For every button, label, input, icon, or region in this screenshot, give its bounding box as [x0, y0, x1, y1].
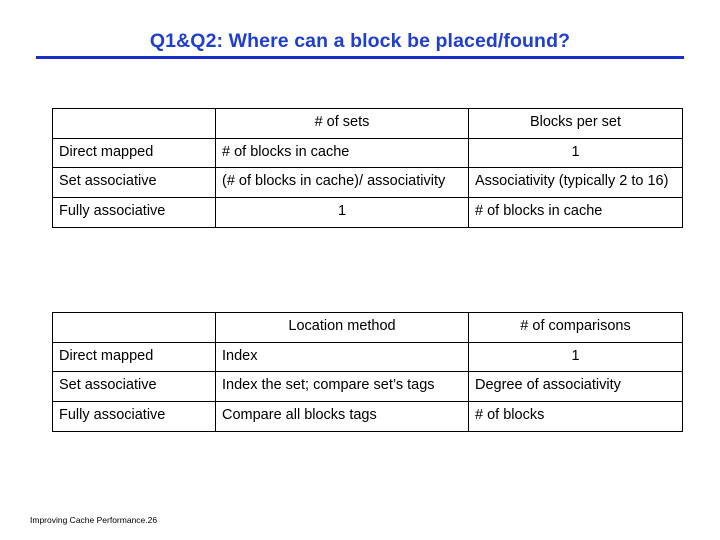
table-row: Fully associative Compare all blocks tag…: [52, 401, 683, 432]
cell-sets-fully-associative: 1: [215, 197, 469, 228]
table-header-row: Location method # of comparisons: [52, 312, 683, 343]
row-label-direct-mapped: Direct mapped: [52, 341, 216, 373]
table-corner-cell: [52, 108, 216, 139]
table-row: Fully associative 1 # of blocks in cache: [52, 197, 683, 228]
table-header-row: # of sets Blocks per set: [52, 108, 683, 139]
cell-blocks-per-set-fully-associative: # of blocks in cache: [468, 197, 683, 228]
cell-comparisons-fully-associative: # of blocks: [468, 401, 683, 432]
table-row: Direct mapped Index 1: [52, 341, 683, 373]
cell-comparisons-direct-mapped: 1: [468, 341, 683, 373]
cell-blocks-per-set-set-associative: Associativity (typically 2 to 16): [468, 167, 683, 199]
cell-comparisons-set-associative: Degree of associativity: [468, 371, 683, 403]
column-header-sets: # of sets: [215, 108, 469, 139]
slide-footer: Improving Cache Performance.26: [30, 515, 158, 525]
table-row: Set associative Index the set; compare s…: [52, 371, 683, 403]
row-label-fully-associative: Fully associative: [52, 401, 216, 432]
block-placement-table: # of sets Blocks per set Direct mapped #…: [52, 108, 683, 228]
column-header-blocks-per-set: Blocks per set: [468, 108, 683, 139]
cell-sets-set-associative: (# of blocks in cache)/ associativity: [215, 167, 469, 199]
cell-sets-direct-mapped: # of blocks in cache: [215, 137, 469, 169]
cell-method-set-associative: Index the set; compare set’s tags: [215, 371, 469, 403]
cell-blocks-per-set-direct-mapped: 1: [468, 137, 683, 169]
column-header-location-method: Location method: [215, 312, 469, 343]
row-label-direct-mapped: Direct mapped: [52, 137, 216, 169]
table-row: Set associative (# of blocks in cache)/ …: [52, 167, 683, 199]
row-label-fully-associative: Fully associative: [52, 197, 216, 228]
row-label-set-associative: Set associative: [52, 371, 216, 403]
table-row: Direct mapped # of blocks in cache 1: [52, 137, 683, 169]
column-header-comparisons: # of comparisons: [468, 312, 683, 343]
title-underline: [36, 56, 684, 59]
page-title: Q1&Q2: Where can a block be placed/found…: [149, 30, 571, 52]
table-corner-cell: [52, 312, 216, 343]
cell-method-fully-associative: Compare all blocks tags: [215, 401, 469, 432]
block-location-table: Location method # of comparisons Direct …: [52, 312, 683, 432]
row-label-set-associative: Set associative: [52, 167, 216, 199]
cell-method-direct-mapped: Index: [215, 341, 469, 373]
